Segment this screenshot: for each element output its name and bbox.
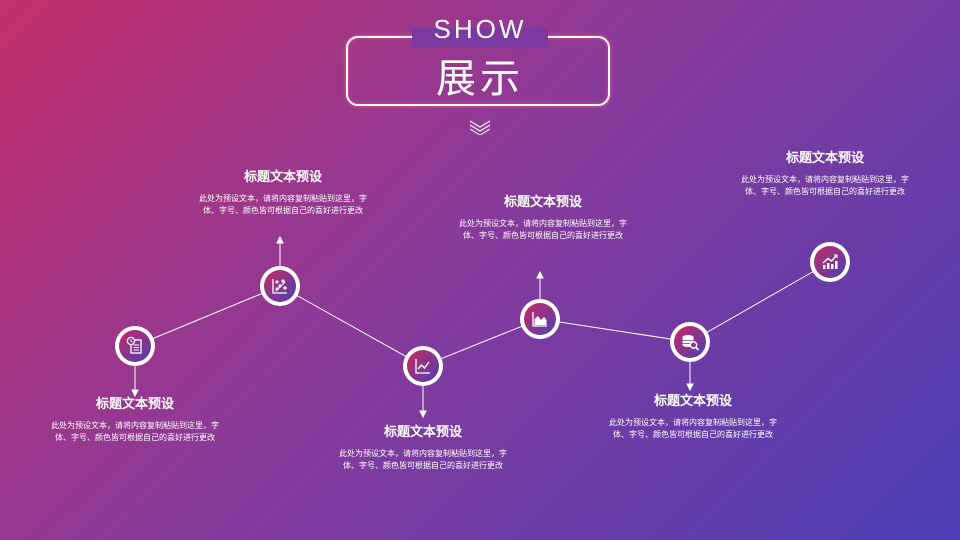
- connector-2: [276, 235, 284, 266]
- step-title: 标题文本预设: [503, 195, 582, 210]
- connector-5: [686, 362, 694, 392]
- scatter-chart-icon: [272, 279, 287, 294]
- step-label-2: 标题文本预设 此处为预设文本，请将内容复制粘贴到这里，字体、字号、颜色皆可根据自…: [198, 169, 368, 217]
- timeline-path: [134, 261, 831, 367]
- step-label-1: 标题文本预设 此处为预设文本，请将内容复制粘贴到这里，字体、字号、颜色皆可根据自…: [50, 396, 220, 444]
- step-title: 标题文本预设: [785, 151, 864, 166]
- step-node-5: [670, 322, 710, 362]
- line-chart-icon: [415, 359, 430, 374]
- header-frame-gap: [412, 28, 548, 48]
- connector-3: [419, 386, 427, 419]
- step-label-3: 标题文本预设 此处为预设文本，请将内容复制粘贴到这里，字体、字号、颜色皆可根据自…: [338, 424, 508, 472]
- step-description: 此处为预设文本，请将内容复制粘贴到这里，字体、字号、颜色皆可根据自己的喜好进行更…: [51, 421, 219, 442]
- step-node-1: [115, 326, 155, 366]
- step-title: 标题文本预设: [383, 425, 462, 440]
- area-chart-icon: [532, 312, 547, 327]
- header-title-zh: 展示: [436, 56, 524, 102]
- header-title-en: SHOW: [433, 14, 527, 44]
- chevron-down-icon: [469, 120, 491, 135]
- step-description: 此处为预设文本，请将内容复制粘贴到这里，字体、字号、颜色皆可根据自己的喜好进行更…: [199, 194, 367, 215]
- connector-1: [131, 366, 139, 398]
- database-search-icon: [682, 335, 700, 351]
- step-description: 此处为预设文本，请将内容复制粘贴到这里，字体、字号、颜色皆可根据自己的喜好进行更…: [609, 418, 777, 439]
- step-node-2: [260, 266, 300, 306]
- step-node-6: [810, 242, 850, 282]
- document-clock-icon: [126, 336, 142, 354]
- step-label-5: 标题文本预设 此处为预设文本，请将内容复制粘贴到这里，字体、字号、颜色皆可根据自…: [608, 393, 778, 441]
- step-node-4: [520, 299, 560, 339]
- step-title: 标题文本预设: [95, 397, 174, 412]
- step-title: 标题文本预设: [243, 170, 322, 185]
- step-description: 此处为预设文本，请将内容复制粘贴到这里，字体、字号、颜色皆可根据自己的喜好进行更…: [459, 219, 627, 240]
- step-label-4: 标题文本预设 此处为预设文本，请将内容复制粘贴到这里，字体、字号、颜色皆可根据自…: [458, 194, 628, 242]
- step-description: 此处为预设文本，请将内容复制粘贴到这里，字体、字号、颜色皆可根据自己的喜好进行更…: [339, 449, 507, 470]
- growth-chart-icon: [822, 254, 838, 269]
- connector-4: [536, 270, 544, 299]
- step-node-3: [403, 346, 443, 386]
- step-title: 标题文本预设: [653, 394, 732, 409]
- step-description: 此处为预设文本，请将内容复制粘贴到这里，字体、字号、颜色皆可根据自己的喜好进行更…: [741, 175, 909, 196]
- step-label-6: 标题文本预设 此处为预设文本，请将内容复制粘贴到这里，字体、字号、颜色皆可根据自…: [740, 150, 910, 198]
